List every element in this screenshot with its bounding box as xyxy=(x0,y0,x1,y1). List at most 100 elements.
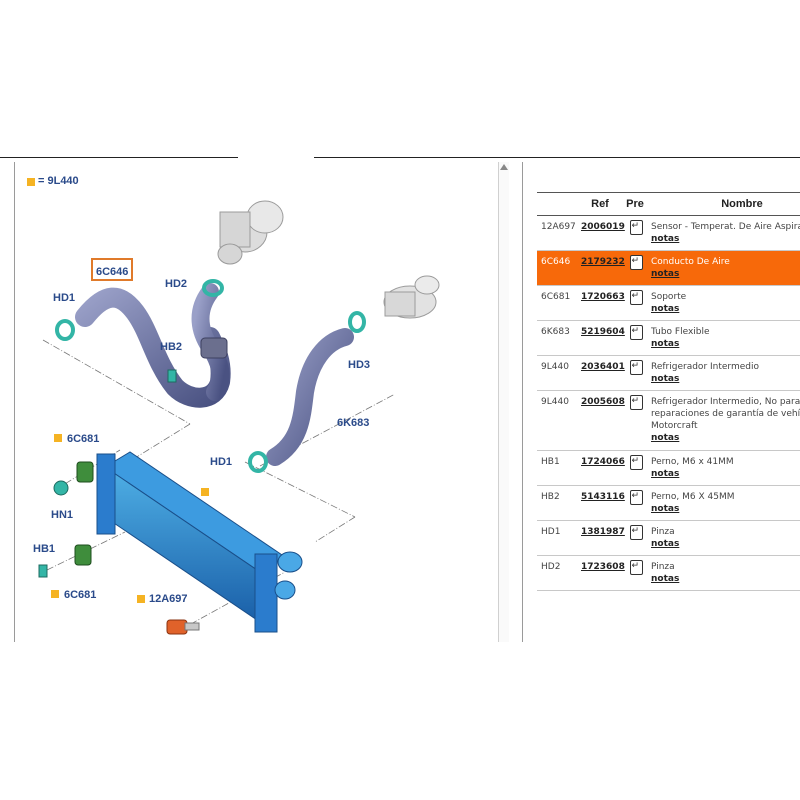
callout-hn1[interactable]: HN1 xyxy=(51,509,74,521)
legend-marker-12a697 xyxy=(137,595,145,603)
bolt-hb2 xyxy=(167,369,177,383)
price-icon[interactable] xyxy=(629,560,643,575)
row-nombre: Refrigerador Intermedio, No para reparac… xyxy=(647,390,800,451)
row-notes-link[interactable]: notas xyxy=(651,469,680,479)
bracket-6c681-bottom xyxy=(74,544,92,566)
callout-hb2[interactable]: HB2 xyxy=(160,341,183,353)
row-ref-link[interactable]: 1381987 xyxy=(577,520,625,556)
price-icon[interactable] xyxy=(629,395,643,410)
intercooler-9l440[interactable] xyxy=(96,451,303,633)
row-code: 12A697 xyxy=(537,215,577,251)
row-ref-link[interactable]: 1723608 xyxy=(577,555,625,591)
callout-6c681-top[interactable]: 6C681 xyxy=(67,433,100,445)
row-code: HB2 xyxy=(537,485,577,521)
hose-6k683[interactable] xyxy=(266,328,354,466)
row-code: 6K683 xyxy=(537,320,577,356)
row-nombre: Sensor - Temperat. De Aire Aspirado notas xyxy=(647,215,800,251)
row-ref-link[interactable]: 5143116 xyxy=(577,485,625,521)
row-ref-link[interactable]: 2179232 xyxy=(577,250,625,286)
row-notes-link[interactable]: notas xyxy=(651,374,680,384)
table-row[interactable]: 9L440 2036401 Refrigerador Intermedionot… xyxy=(537,355,800,391)
row-pre xyxy=(623,355,647,391)
row-code: 9L440 xyxy=(537,355,577,391)
price-icon[interactable] xyxy=(629,290,643,305)
table-row[interactable]: 9L440 2005608 Refrigerador Intermedio, N… xyxy=(537,390,800,451)
legend-swatch xyxy=(27,178,35,186)
row-notes-link[interactable]: notas xyxy=(651,504,680,514)
row-code: 9L440 xyxy=(537,390,577,451)
price-icon[interactable] xyxy=(629,455,643,470)
table-row[interactable]: 6K683 5219604 Tubo Flexible notas xyxy=(537,320,800,356)
row-ref-link[interactable]: 1720663 xyxy=(577,285,625,321)
nut-hn1 xyxy=(53,480,69,496)
bolt-hb1 xyxy=(38,564,48,578)
row-code: 6C681 xyxy=(537,285,577,321)
row-notes-link[interactable]: notas xyxy=(651,269,680,279)
callout-6c681-bottom[interactable]: 6C681 xyxy=(64,589,97,601)
callout-6c646-selected[interactable]: 6C646 xyxy=(91,258,134,281)
callout-hd2[interactable]: HD2 xyxy=(165,278,188,290)
row-notes-link[interactable]: notas xyxy=(651,574,680,584)
top-divider-left xyxy=(0,157,238,158)
callout-12a697[interactable]: 12A697 xyxy=(149,593,188,605)
price-icon[interactable] xyxy=(629,220,643,235)
diagram-pane[interactable]: = 9L440 xyxy=(14,162,509,642)
row-name: Tubo Flexible xyxy=(651,327,710,337)
price-icon[interactable] xyxy=(629,525,643,540)
price-icon[interactable] xyxy=(629,255,643,270)
exploded-parts-diagram[interactable] xyxy=(15,162,499,642)
row-notes-link[interactable]: notas xyxy=(651,234,680,244)
bracket-6c681-top xyxy=(76,461,94,483)
clamps xyxy=(55,279,366,473)
row-code: HD1 xyxy=(537,520,577,556)
row-pre xyxy=(623,390,647,451)
row-notes-link[interactable]: notas xyxy=(651,339,680,349)
row-name: Sensor - Temperat. De Aire Aspirado xyxy=(651,222,800,232)
row-ref-link[interactable]: 2036401 xyxy=(577,355,625,391)
legend-label: = 9L440 xyxy=(38,175,79,187)
header-nombre: Nombre xyxy=(647,192,800,216)
row-pre xyxy=(623,485,647,521)
table-row[interactable]: 12A697 2006019 Sensor - Temperat. De Air… xyxy=(537,215,800,251)
legend-marker-6c681-top xyxy=(54,434,62,442)
header-code xyxy=(537,192,577,216)
row-notes-link[interactable]: notas xyxy=(651,433,680,443)
hose-coupler xyxy=(200,337,228,359)
row-ref-link[interactable]: 5219604 xyxy=(577,320,625,356)
sensor-12a697 xyxy=(166,619,200,635)
row-notes-link[interactable]: notas xyxy=(651,539,680,549)
row-code: HD2 xyxy=(537,555,577,591)
header-pre: Pre xyxy=(623,192,647,216)
diagram-scrollbar[interactable] xyxy=(498,162,509,642)
callout-6k683[interactable]: 6K683 xyxy=(337,417,370,429)
callout-hd1-top[interactable]: HD1 xyxy=(53,292,76,304)
row-ref-link[interactable]: 2006019 xyxy=(577,215,625,251)
parts-table: Ref Pre Nombre 12A697 2006019 Sensor - T… xyxy=(537,192,800,591)
price-icon[interactable] xyxy=(629,360,643,375)
scroll-up-icon[interactable] xyxy=(500,164,508,170)
callout-6c646-label: 6C646 xyxy=(96,266,129,278)
row-ref-link[interactable]: 1724066 xyxy=(577,450,625,486)
callout-hd1-bottom[interactable]: HD1 xyxy=(210,456,233,468)
row-notes-link[interactable]: notas xyxy=(651,304,680,314)
legend-marker-6c681-bottom xyxy=(51,590,59,598)
callout-hb1[interactable]: HB1 xyxy=(33,543,56,555)
legend-marker-cooler xyxy=(201,488,209,496)
row-ref-link[interactable]: 2005608 xyxy=(577,390,625,451)
price-icon[interactable] xyxy=(629,325,643,340)
row-pre xyxy=(623,520,647,556)
row-nombre: Tubo Flexible notas xyxy=(647,320,800,356)
callout-hd3[interactable]: HD3 xyxy=(348,359,371,371)
price-icon[interactable] xyxy=(629,490,643,505)
